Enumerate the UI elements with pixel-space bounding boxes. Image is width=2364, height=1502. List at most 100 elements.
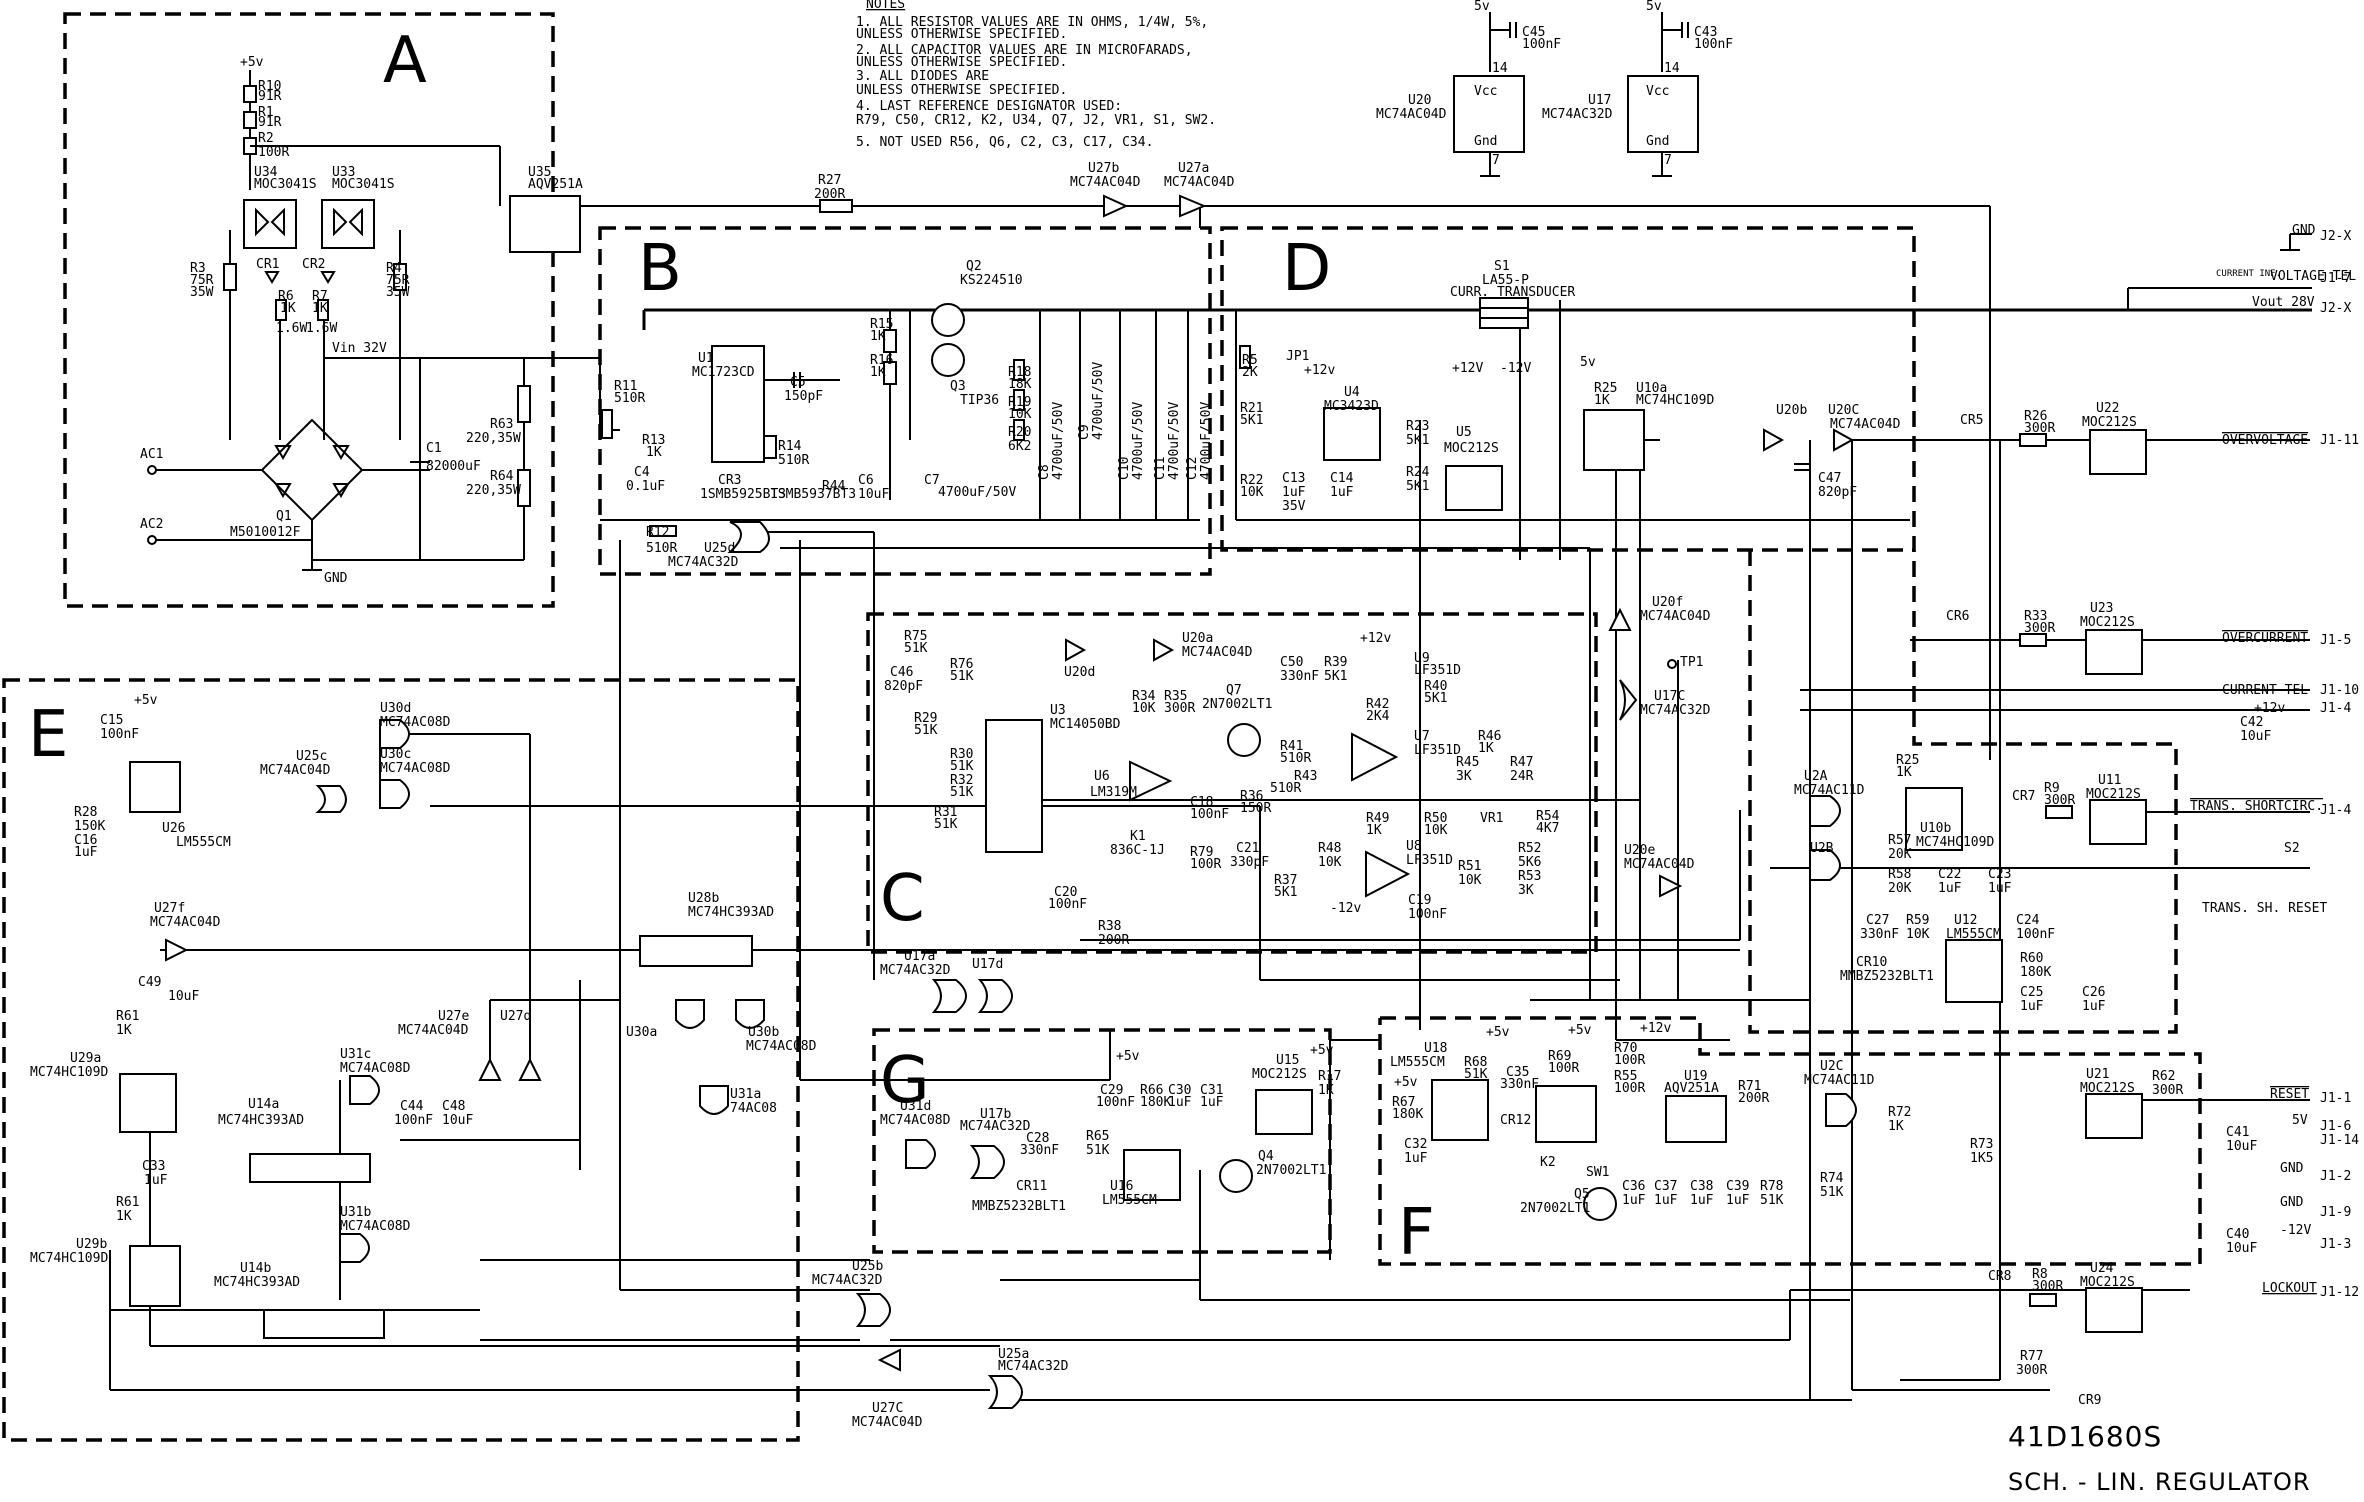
schematic-label: U34 <box>254 165 278 180</box>
schematic-label: 3K <box>1456 769 1472 784</box>
schematic-symbol <box>339 1233 370 1263</box>
schematic-label: R68 <box>1464 1055 1487 1070</box>
note-line: 5. NOT USED R56, Q6, C2, C3, C17, C34. <box>856 135 1153 150</box>
schematic-symbol <box>985 719 1043 853</box>
schematic-label: 75R <box>190 273 214 288</box>
schematic-label: 100nF <box>1408 907 1447 922</box>
schematic-label: C24 <box>2016 913 2040 928</box>
schematic-label: J1-9 <box>2320 1205 2351 1220</box>
schematic-label: C31 <box>1200 1083 1223 1098</box>
schematic-symbol <box>243 85 257 103</box>
schematic-label: MC74HC393AD <box>214 1275 300 1290</box>
schematic-label: U8 <box>1406 839 1422 854</box>
schematic-label: CR10 <box>1856 955 1887 970</box>
schematic-label: R15 <box>870 317 893 332</box>
schematic-label: J1-12 <box>2320 1285 2359 1300</box>
schematic-label: R28 <box>74 805 97 820</box>
schematic-symbol <box>2085 1287 2143 1333</box>
schematic-label: R32 <box>950 773 973 788</box>
schematic-label: R78 <box>1760 1179 1783 1194</box>
schematic-label: R76 <box>950 657 973 672</box>
schematic-label: R27 <box>818 173 841 188</box>
schematic-label: U17C <box>1654 689 1685 704</box>
schematic-label: 100nF <box>1048 897 1087 912</box>
schematic-label: LF351D <box>1414 663 1461 678</box>
schematic-label: 330nF <box>1860 927 1899 942</box>
schematic-symbol <box>274 483 292 498</box>
schematic-label: J1-1 <box>2320 1091 2351 1106</box>
schematic-label: 10K <box>1906 927 1930 942</box>
schematic-label: 51K <box>1086 1143 1110 1158</box>
schematic-label: GND <box>2292 223 2316 238</box>
schematic-label: 1uF <box>1282 485 1306 500</box>
schematic-label: 100nF <box>1190 807 1229 822</box>
schematic-label: 51K <box>914 723 938 738</box>
schematic-label: OVERCURRENT <box>2222 631 2308 646</box>
schematic-label: Q5 <box>1574 1187 1590 1202</box>
schematic-label: U9 <box>1414 651 1430 666</box>
schematic-symbol <box>379 779 410 809</box>
schematic-label: U24 <box>2090 1261 2114 1276</box>
schematic-label: MMBZ5232BLT1 <box>1840 969 1934 984</box>
section-d-letter: D <box>1282 232 1331 306</box>
schematic-label: 1SMB5925BT3 <box>700 487 786 502</box>
schematic-label: 51K <box>1760 1193 1784 1208</box>
schematic-label: LM555CM <box>1102 1193 1157 1208</box>
schematic-label: R41 <box>1280 739 1303 754</box>
schematic-label: C40 <box>2226 1227 2249 1242</box>
schematic-label: U30a <box>626 1025 657 1040</box>
schematic-label: CR1 <box>256 257 279 272</box>
schematic-label: C32 <box>1404 1137 1427 1152</box>
schematic-label: U11 <box>2098 773 2121 788</box>
schematic-label: MC74AC32D <box>1542 107 1613 122</box>
schematic-symbol <box>1013 359 1025 381</box>
schematic-symbol <box>379 719 410 749</box>
schematic-label: 1uF <box>144 1173 168 1188</box>
schematic-label: U14b <box>240 1261 271 1276</box>
schematic-label: 5v <box>1580 355 1596 370</box>
schematic-symbol <box>1153 638 1175 662</box>
schematic-symbol <box>129 761 181 813</box>
schematic-label: MC74AC11D <box>1794 783 1865 798</box>
schematic-label: +5v <box>1116 1049 1140 1064</box>
schematic-label: J1-4 <box>2320 803 2351 818</box>
schematic-label: R73 <box>1970 1137 1993 1152</box>
schematic-label: MC74HC109D <box>30 1251 108 1266</box>
schematic-label: U35 <box>528 165 551 180</box>
section-f-frame <box>1378 1016 2202 1266</box>
schematic-label: R38 <box>1098 919 1121 934</box>
schematic-label: MC74AC04D <box>398 1023 469 1038</box>
schematic-symbol <box>1608 607 1632 631</box>
schematic-label: 2K <box>1242 365 1258 380</box>
schematic-label: 1uF <box>1200 1095 1224 1110</box>
schematic-label: U20d <box>1064 665 1095 680</box>
schematic-label: 300R <box>2024 621 2055 636</box>
schematic-label: 1.6W <box>276 321 307 336</box>
schematic-symbol <box>1479 297 1529 329</box>
schematic-label: 1uF <box>1988 881 2012 896</box>
schematic-label: R67 <box>1392 1095 1415 1110</box>
schematic-label: R18 <box>1008 365 1031 380</box>
section-f-letter: F <box>1398 1196 1435 1270</box>
schematic-label: R17 <box>1318 1069 1341 1084</box>
schematic-label: R25 <box>1594 381 1617 396</box>
schematic-label: 1uF <box>1654 1193 1678 1208</box>
schematic-label: 1K <box>1318 1083 1334 1098</box>
schematic-symbol <box>1365 850 1411 898</box>
schematic-label: 1uF <box>1168 1095 1192 1110</box>
schematic-label: 2N7002LT1 <box>1202 697 1272 712</box>
schematic-label: R66 <box>1140 1083 1163 1098</box>
schematic-label: 91R <box>258 89 282 104</box>
schematic-label: 14 <box>1492 61 1508 76</box>
schematic-symbol <box>1013 419 1025 441</box>
schematic-label: 220,35W <box>466 483 521 498</box>
schematic-symbol <box>260 418 364 522</box>
schematic-label: LM555CM <box>1946 927 2001 942</box>
schematic-label: 820pF <box>1818 485 1857 500</box>
schematic-symbol <box>478 1057 502 1081</box>
schematic-label: C8 <box>1037 464 1052 480</box>
schematic-label: SW1 <box>1586 1165 1609 1180</box>
schematic-label: 510R <box>778 453 809 468</box>
